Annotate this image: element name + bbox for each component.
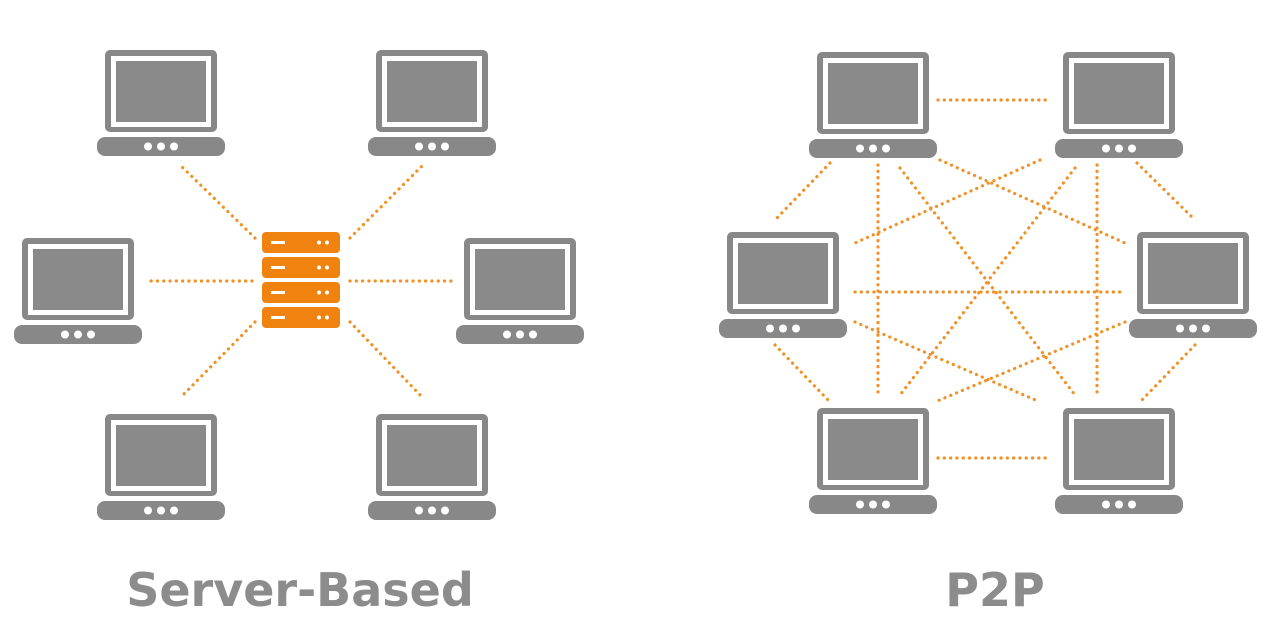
server-network-clients (14, 50, 584, 520)
laptop-indicator-dot (1115, 500, 1123, 509)
laptop-screen (1074, 63, 1164, 124)
laptop-screen (387, 425, 477, 486)
laptop-screen (116, 61, 206, 122)
laptop-indicator-dot (529, 330, 537, 339)
laptop-indicator-dot (1176, 324, 1184, 333)
laptop-screen (1074, 419, 1164, 480)
laptop-indicator-dot (1102, 144, 1110, 153)
client-middle-right (456, 238, 584, 344)
client-bottom-left (97, 414, 225, 520)
laptop-indicator-dot (869, 500, 877, 509)
client-top-right (368, 50, 496, 156)
laptop-indicator-dot (856, 500, 864, 509)
laptop-indicator-dot (415, 506, 423, 515)
network-link (773, 343, 832, 404)
laptop-indicator-dot (170, 142, 178, 151)
laptop-indicator-dot (503, 330, 511, 339)
server-led (317, 265, 321, 270)
server-rack-unit (262, 307, 340, 328)
laptop-indicator-dot (441, 506, 449, 515)
laptop-screen (116, 425, 206, 486)
server-rack-icon (262, 232, 340, 328)
laptop-indicator-dot (1128, 500, 1136, 509)
peer-middle-left (719, 232, 847, 338)
laptop-indicator-dot (1115, 144, 1123, 153)
peer-bottom-right (1055, 408, 1183, 514)
laptop-screen (738, 243, 828, 304)
server-network-links (143, 163, 458, 400)
server-rack-unit (262, 232, 340, 253)
laptop-screen (33, 249, 123, 310)
network-link (898, 166, 1077, 397)
server-led (317, 315, 321, 320)
server-based-caption: Server-Based (126, 563, 474, 617)
laptop-screen (1148, 243, 1238, 304)
laptop-indicator-dot (441, 142, 449, 151)
laptop-indicator-dot (869, 144, 877, 153)
laptop-indicator-dot (766, 324, 774, 333)
laptop-indicator-dot (882, 500, 890, 509)
laptop-indicator-dot (516, 330, 524, 339)
laptop-indicator-dot (792, 324, 800, 333)
server-rack-unit (262, 257, 340, 278)
laptop-indicator-dot (144, 506, 152, 515)
server-led (325, 290, 329, 295)
network-link (348, 163, 425, 240)
laptop-indicator-dot (779, 324, 787, 333)
server-slot (271, 266, 285, 269)
peer-top-right (1055, 52, 1183, 158)
client-middle-left (14, 238, 142, 344)
server-led (317, 290, 321, 295)
network-link (853, 320, 1042, 404)
laptop-indicator-dot (170, 506, 178, 515)
peer-bottom-left (809, 408, 937, 514)
p2p-caption: P2P (945, 563, 1045, 617)
network-link (348, 320, 425, 400)
laptop-indicator-dot (61, 330, 69, 339)
network-link (178, 163, 257, 240)
client-top-left (97, 50, 225, 156)
laptop-screen (475, 249, 565, 310)
network-link (933, 320, 1127, 404)
network-link (938, 158, 1127, 245)
p2p-network-peers (719, 52, 1257, 514)
laptop-indicator-dot (144, 142, 152, 151)
server-led (317, 240, 321, 245)
client-bottom-right (368, 414, 496, 520)
laptop-indicator-dot (1102, 500, 1110, 509)
laptop-indicator-dot (856, 144, 864, 153)
laptop-screen (828, 63, 918, 124)
laptop-indicator-dot (87, 330, 95, 339)
server-led (325, 315, 329, 320)
laptop-indicator-dot (157, 506, 165, 515)
server-led (325, 265, 329, 270)
laptop-indicator-dot (1189, 324, 1197, 333)
p2p-network-links (773, 98, 1197, 460)
server-slot (271, 316, 285, 319)
server-led (325, 240, 329, 245)
peer-middle-right (1129, 232, 1257, 338)
laptop-indicator-dot (415, 142, 423, 151)
network-link (773, 161, 832, 222)
laptop-indicator-dot (428, 142, 436, 151)
laptop-screen (387, 61, 477, 122)
laptop-indicator-dot (882, 144, 890, 153)
peer-top-left (809, 52, 937, 158)
server-rack-unit (262, 282, 340, 303)
server-slot (271, 241, 285, 244)
laptop-indicator-dot (74, 330, 82, 339)
laptop-indicator-dot (1202, 324, 1210, 333)
network-link (853, 158, 1042, 245)
server-slot (271, 291, 285, 294)
laptop-indicator-dot (1128, 144, 1136, 153)
laptop-indicator-dot (157, 142, 165, 151)
network-link (1135, 161, 1197, 222)
laptop-indicator-dot (428, 506, 436, 515)
laptop-screen (828, 419, 918, 480)
network-link (178, 320, 257, 400)
network-link (1138, 343, 1197, 404)
